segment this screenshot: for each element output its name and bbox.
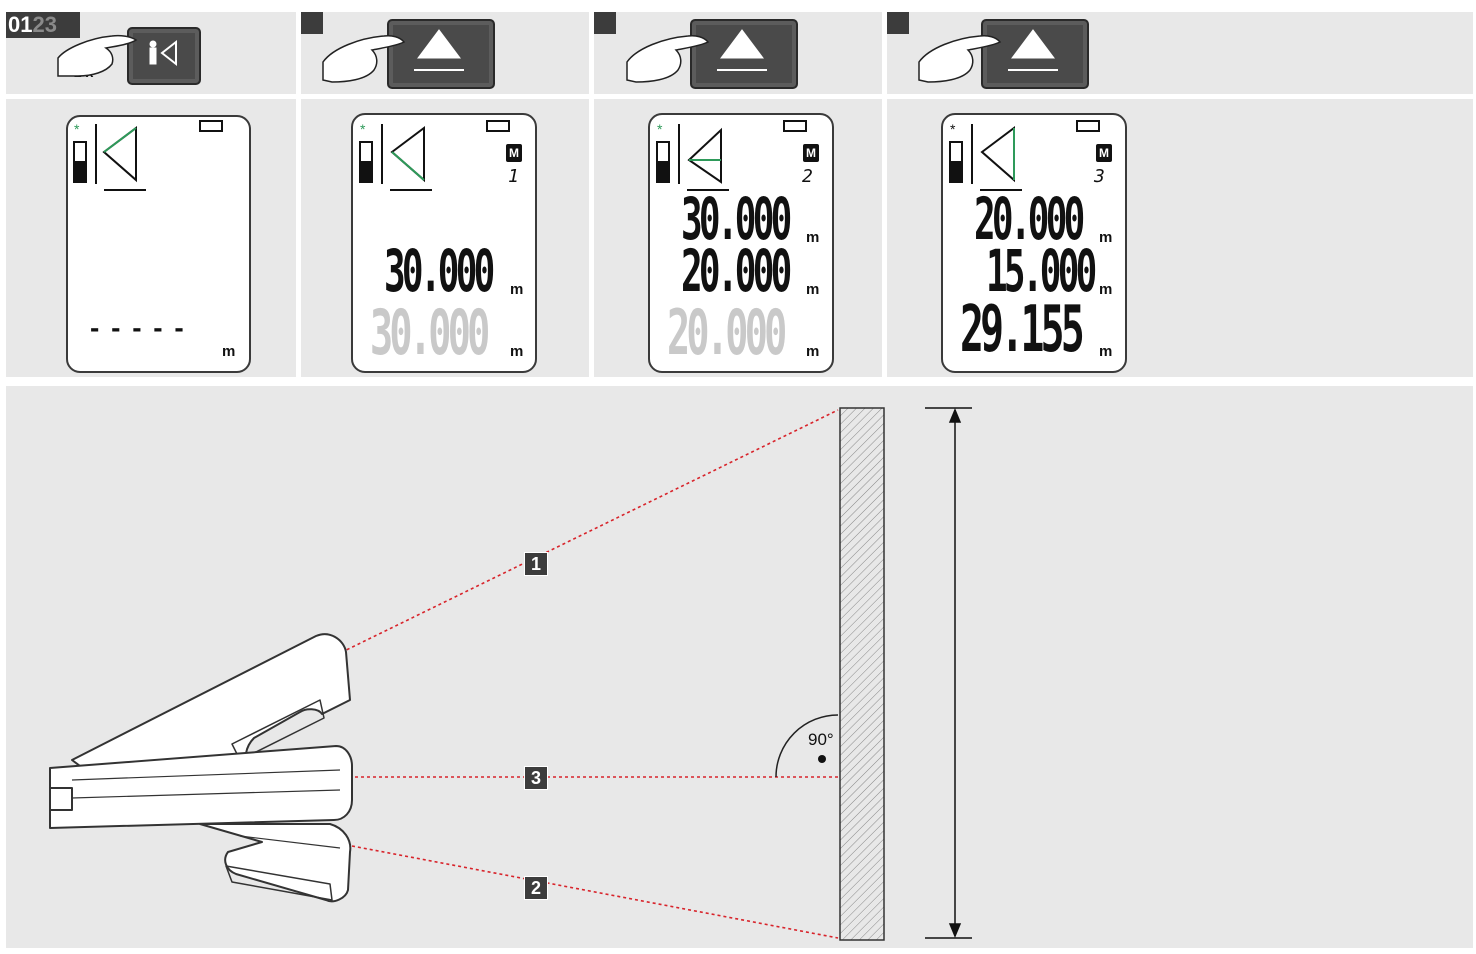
svg-text:*: * [360, 121, 366, 137]
lcd-unit: m [806, 281, 820, 298]
measure-triangle-icon [717, 29, 767, 71]
lcd-value-ghost: 30.000 [370, 296, 490, 369]
person-distance-icon [149, 39, 177, 67]
lcd-unit: m [510, 281, 524, 298]
lcd-dashes: - - - - - [90, 312, 186, 343]
lcd-unit: m [510, 343, 524, 360]
hand-icon [626, 35, 710, 83]
step-digit-1: 1 [20, 12, 33, 37]
hand-icon [57, 34, 138, 77]
lcd-value-first: 20.000 [974, 185, 1085, 253]
angle-label: 90° [808, 730, 834, 749]
height-dimension [925, 407, 972, 939]
laser-tag-1: 1 [524, 552, 548, 576]
svg-text:*: * [74, 121, 80, 137]
lcd-unit: m [1099, 281, 1113, 298]
step-digit-0: 0 [8, 12, 21, 37]
step-badge-2 [301, 12, 323, 34]
lcd-value-result: 29.155 [960, 293, 1085, 367]
laser-device-icon [49, 633, 353, 903]
laser-line-1 [335, 409, 839, 656]
lcd-value-second: 20.000 [681, 237, 792, 305]
svg-text:*: * [950, 121, 956, 137]
battery-icon [1076, 120, 1100, 132]
memory-icon: M [1096, 144, 1112, 162]
pythagoras-mode-icon: * [73, 121, 146, 191]
step-badge-4 [887, 12, 909, 34]
lcd-unit: m [1099, 229, 1113, 246]
memory-icon: M [506, 144, 522, 162]
right-angle-dot [818, 755, 826, 763]
lcd-unit: m [1099, 343, 1113, 360]
pythagoras-mode-icon: * [656, 121, 729, 191]
battery-icon [486, 120, 510, 132]
step-digit-2: 2 [32, 12, 45, 37]
lcd-value-first: 30.000 [681, 185, 792, 253]
laser-tag-2: 2 [524, 876, 548, 900]
pythagoras-mode-icon: * [359, 121, 432, 191]
lcd-value-second: 15.000 [986, 237, 1097, 305]
lcd-unit: m [222, 343, 236, 360]
memory-icon: M [803, 144, 819, 162]
wall [839, 407, 885, 941]
battery-icon [199, 120, 223, 132]
laser-line-2 [351, 845, 839, 939]
lcd-value-main: 30.000 [384, 237, 495, 305]
hand-icon [322, 35, 406, 83]
function-button[interactable] [127, 27, 201, 85]
memory-number: 2 [802, 166, 813, 187]
laser-tag-3: 3 [524, 766, 548, 790]
right-angle-arc [775, 714, 839, 778]
lcd-value-ghost: 20.000 [667, 296, 787, 369]
memory-number: 3 [1094, 166, 1105, 187]
step-badge-3 [594, 12, 616, 34]
measure-triangle-icon [414, 29, 464, 71]
memory-number: 1 [508, 166, 519, 187]
hand-icon [918, 35, 1002, 83]
measure-triangle-icon [1008, 29, 1058, 71]
step-indicator: 0123 [6, 12, 80, 38]
lcd-unit: m [806, 343, 820, 360]
lcd-unit: m [806, 229, 820, 246]
pythagoras-mode-icon: * [949, 121, 1022, 191]
svg-text:*: * [657, 121, 663, 137]
step-digit-3: 3 [44, 12, 57, 37]
battery-icon [783, 120, 807, 132]
